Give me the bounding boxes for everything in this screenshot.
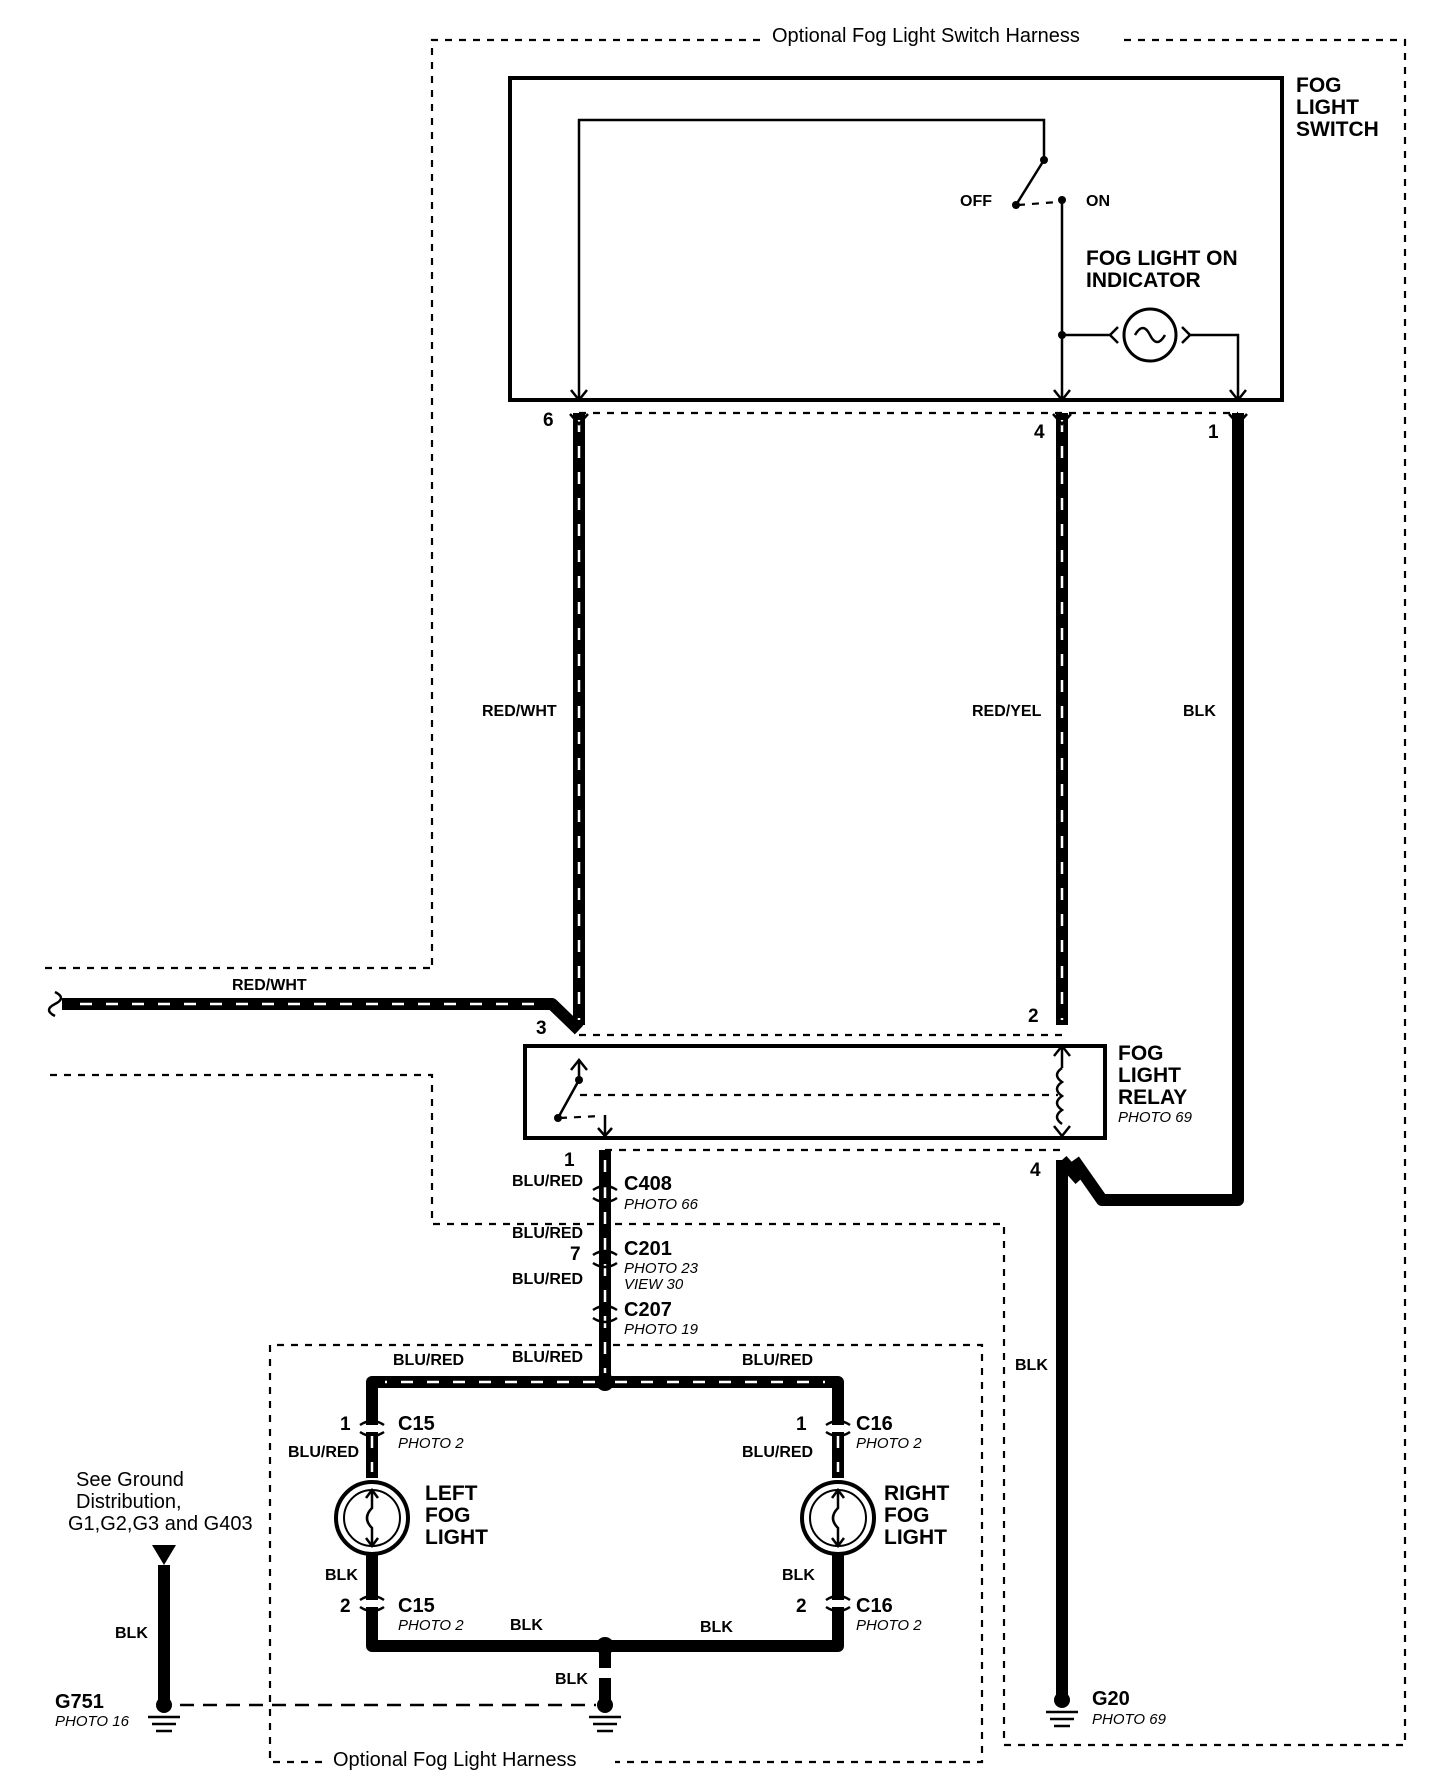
switch-pin-1: 1 [1208, 422, 1219, 443]
connector-c207: C207 PHOTO 19 [592, 1299, 699, 1338]
svg-text:PHOTO 2: PHOTO 2 [856, 1435, 922, 1452]
svg-text:2: 2 [340, 1596, 351, 1617]
fog-light-relay-photo: PHOTO 69 [1118, 1109, 1193, 1126]
svg-text:PHOTO 2: PHOTO 2 [398, 1617, 464, 1634]
svg-text:BLU/RED: BLU/RED [512, 1271, 583, 1288]
svg-text:BLU/RED: BLU/RED [512, 1349, 583, 1366]
svg-text:7: 7 [570, 1244, 581, 1265]
svg-text:BLK: BLK [555, 1671, 588, 1688]
connector-c201: 7 C201 PHOTO 23 VIEW 30 [570, 1238, 699, 1293]
svg-text:BLK: BLK [115, 1625, 148, 1642]
svg-text:G751: G751 [55, 1691, 104, 1713]
switch-harness-label: Optional Fog Light Switch Harness [772, 25, 1080, 47]
wire-blk-bottom: BLK BLK BLK [366, 1607, 844, 1700]
connector-c408: C408 PHOTO 66 [592, 1173, 699, 1213]
fog-light-relay-box [523, 1044, 1107, 1140]
svg-text:PHOTO 66: PHOTO 66 [624, 1196, 699, 1213]
svg-text:PHOTO 23: PHOTO 23 [624, 1260, 699, 1277]
relay-pin-3: 3 [536, 1018, 547, 1039]
fog-light-harness-outline: Optional Fog Light Harness [268, 1343, 984, 1771]
right-fog-light-label: RIGHT FOG LIGHT [884, 1482, 955, 1549]
left-fog-light: 1 C15 PHOTO 2 BLU/RED LEFT FOG LIGHT BLK… [288, 1413, 488, 1634]
svg-text:BLK: BLK [1183, 703, 1216, 720]
svg-text:C201: C201 [624, 1238, 672, 1260]
svg-text:BLU/RED: BLU/RED [742, 1352, 813, 1369]
svg-text:G20: G20 [1092, 1688, 1130, 1710]
svg-text:BLK: BLK [510, 1617, 543, 1634]
wire-blk-switch: BLK [1069, 413, 1244, 1206]
svg-text:1: 1 [340, 1414, 351, 1435]
switch-pin-6: 6 [543, 410, 554, 431]
svg-text:BLU/RED: BLU/RED [288, 1444, 359, 1461]
svg-text:BLK: BLK [325, 1567, 358, 1584]
svg-text:1: 1 [796, 1414, 807, 1435]
switch-on-label: ON [1086, 193, 1110, 210]
svg-text:BLK: BLK [700, 1619, 733, 1636]
svg-text:BLK: BLK [782, 1567, 815, 1584]
ground-note: See Ground Distribution, G1,G2,G3 and G4… [68, 1469, 253, 1700]
svg-text:C15: C15 [398, 1595, 435, 1617]
svg-text:VIEW 30: VIEW 30 [624, 1276, 684, 1293]
switch-off-label: OFF [960, 193, 992, 210]
ground-g20: G20 PHOTO 69 [1046, 1688, 1167, 1728]
svg-text:See Ground Distribution,: See Ground Distribution, G1,G2,G3 and G4… [68, 1469, 253, 1535]
svg-text:C207: C207 [624, 1299, 672, 1321]
svg-text:C16: C16 [856, 1413, 893, 1435]
wire-blu-red-relay-out: BLU/RED BLU/RED BLU/RED [512, 1150, 611, 1382]
svg-text:C16: C16 [856, 1595, 893, 1617]
left-fog-light-bulb-icon [334, 1480, 410, 1556]
ground-g751: G751 PHOTO 16 [55, 1691, 596, 1733]
svg-text:2: 2 [796, 1596, 807, 1617]
svg-text:BLK: BLK [1015, 1357, 1048, 1374]
svg-text:C408: C408 [624, 1173, 672, 1195]
svg-text:BLU/RED: BLU/RED [742, 1444, 813, 1461]
relay-pin-1: 1 [564, 1150, 575, 1171]
svg-text:PHOTO 16: PHOTO 16 [55, 1713, 130, 1730]
left-fog-light-label: LEFT FOG LIGHT [425, 1482, 488, 1549]
svg-text:PHOTO 69: PHOTO 69 [1092, 1711, 1167, 1728]
svg-text:PHOTO 2: PHOTO 2 [398, 1435, 464, 1452]
svg-text:BLU/RED: BLU/RED [393, 1352, 464, 1369]
right-fog-light-bulb-icon [800, 1480, 876, 1556]
switch-harness-outline: Optional Fog Light Switch Harness [45, 25, 1407, 1747]
svg-text:RED/YEL: RED/YEL [972, 703, 1042, 720]
fog-light-relay-title: FOG LIGHT RELAY [1118, 1042, 1187, 1109]
fog-light-on-indicator-bulb-icon [1109, 307, 1191, 363]
svg-text:RED/WHT: RED/WHT [482, 703, 557, 720]
switch-contact-arm [1014, 159, 1046, 206]
relay-pin-4: 4 [1030, 1160, 1041, 1181]
fog-light-switch: FOG LIGHT SWITCH OFF ON FOG LIGHT ON IND… [508, 74, 1379, 403]
right-fog-light: 1 C16 PHOTO 2 BLU/RED RIGHT FOG LIGHT BL… [742, 1413, 955, 1634]
fog-light-switch-title: FOG LIGHT SWITCH [1296, 74, 1379, 141]
wire-blk-g20: BLK [1015, 1155, 1085, 1700]
fog-light-relay: 3 2 FOG LIGHT RELAY PHOTO 69 1 4 [523, 1006, 1193, 1181]
fog-light-on-indicator-label: FOG LIGHT ON INDICATOR [1086, 247, 1244, 292]
relay-pin-2: 2 [1028, 1006, 1039, 1027]
svg-text:C15: C15 [398, 1413, 435, 1435]
wire-blu-red-branches: BLU/RED BLU/RED BLU/RED [366, 1349, 844, 1425]
wire-red-yel-switch: RED/YEL [972, 413, 1068, 1025]
svg-text:BLU/RED: BLU/RED [512, 1173, 583, 1190]
svg-text:RED/WHT: RED/WHT [232, 977, 307, 994]
wire-red-wht-feed: RED/WHT [47, 977, 584, 1035]
svg-text:PHOTO 2: PHOTO 2 [856, 1617, 922, 1634]
fog-light-harness-label: Optional Fog Light Harness [333, 1749, 576, 1771]
svg-text:BLU/RED: BLU/RED [512, 1225, 583, 1242]
switch-pin-4: 4 [1034, 422, 1045, 443]
ground-center [589, 1697, 621, 1733]
svg-text:PHOTO 19: PHOTO 19 [624, 1321, 699, 1338]
wire-red-wht-switch: RED/WHT [482, 413, 585, 1025]
